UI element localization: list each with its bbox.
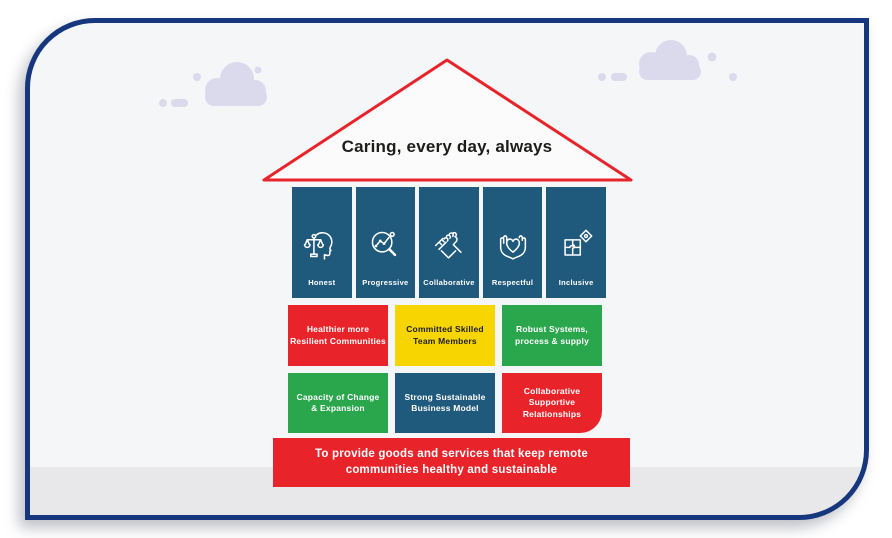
handshake-icon xyxy=(434,231,462,259)
box-capacity-change: Capacity of Change & Expansion xyxy=(288,373,388,433)
pillar-collaborative: Collaborative xyxy=(419,187,479,298)
scales-head-icon xyxy=(303,232,333,260)
box-business-model: Strong Sustainable Business Model xyxy=(395,373,495,433)
vision-title: Caring, every day, always xyxy=(341,137,553,156)
puzzle-icon xyxy=(564,229,593,256)
pillar-honest: Honest xyxy=(292,187,352,298)
cloud-right-icon xyxy=(598,40,737,81)
pillar-label: Inclusive xyxy=(558,278,594,287)
cloud-left-icon xyxy=(159,62,267,107)
pillar-label: Collaborative xyxy=(423,278,475,287)
pillar-inclusive: Inclusive xyxy=(546,187,606,298)
pillar-label: Honest xyxy=(308,278,336,287)
box-supportive-relationships: Collaborative Supportive Relationships xyxy=(502,373,602,433)
outcome-boxes-grid: Healthier more Resilient Communities Com… xyxy=(288,305,602,433)
purpose-statement-bar: To provide goods and services that keep … xyxy=(273,438,630,487)
magnifier-chart-icon xyxy=(372,231,397,257)
hands-heart-icon xyxy=(499,235,526,260)
box-committed-team: Committed Skilled Team Members xyxy=(395,305,495,366)
pillar-respectful: Respectful xyxy=(482,187,543,298)
roof-triangle xyxy=(262,58,633,182)
box-healthier-communities: Healthier more Resilient Communities xyxy=(288,305,388,366)
box-robust-systems: Robust Systems, process & supply xyxy=(502,305,602,366)
pillar-label: Respectful xyxy=(491,278,534,287)
values-pillar-row: Honest Progressive xyxy=(292,187,606,298)
pillar-progressive: Progressive xyxy=(355,187,416,298)
pillar-label: Progressive xyxy=(362,278,409,287)
